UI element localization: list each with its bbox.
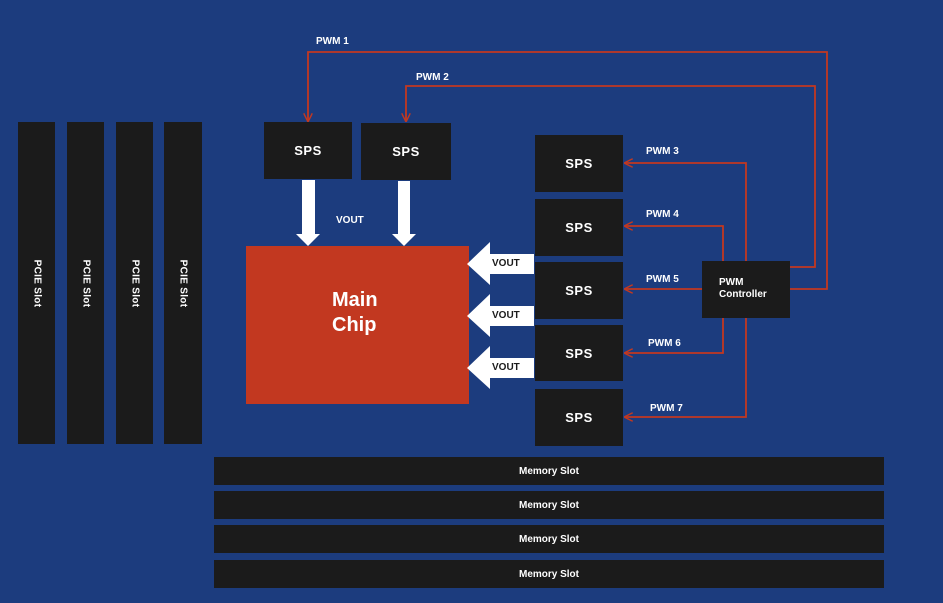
- sps-right-3: SPS: [535, 262, 623, 319]
- memory-slot-2: Memory Slot: [214, 491, 884, 519]
- pwm-line-7: [625, 318, 747, 417]
- pwm-line-3: [625, 163, 747, 261]
- vout-arrow-down-2: [392, 181, 416, 246]
- pwm-line-6: [625, 318, 724, 353]
- vout-arrow-left-3: [467, 346, 534, 389]
- main-chip-label: Main Chip: [332, 289, 378, 336]
- pwm-line-4: [625, 226, 724, 261]
- vout-label-right-1: VOUT: [492, 258, 520, 269]
- pwm-label-2: PWM 2: [416, 72, 449, 83]
- main-chip: Main Chip: [246, 246, 469, 404]
- pcie-slot-3: PCIE Slot: [116, 122, 153, 444]
- pwm-line-1: [308, 51, 828, 290]
- pwm-label-1: PWM 1: [316, 36, 349, 47]
- pwm-line-2: [406, 85, 816, 268]
- memory-slot-4: Memory Slot: [214, 560, 884, 588]
- pwm-label-7: PWM 7: [650, 403, 683, 414]
- vout-arrow-left-1: [467, 242, 534, 285]
- pwm-label-5: PWM 5: [646, 274, 679, 285]
- pwm-label-3: PWM 3: [646, 146, 679, 157]
- sps-right-5: SPS: [535, 389, 623, 446]
- sps-right-2: SPS: [535, 199, 623, 256]
- pcie-slot-2: PCIE Slot: [67, 122, 104, 444]
- vout-arrow-left-2: [467, 294, 534, 337]
- pwm-label-4: PWM 4: [646, 209, 679, 220]
- pwm-label-6: PWM 6: [648, 338, 681, 349]
- vout-label-top: VOUT: [336, 215, 364, 226]
- sps-top-1: SPS: [264, 122, 352, 179]
- vout-label-right-3: VOUT: [492, 362, 520, 373]
- vout-label-right-2: VOUT: [492, 310, 520, 321]
- pcie-slot-4: PCIE Slot: [164, 122, 202, 444]
- vout-arrow-down-1: [296, 180, 320, 246]
- memory-slot-3: Memory Slot: [214, 525, 884, 553]
- pcie-slot-1: PCIE Slot: [18, 122, 55, 444]
- sps-right-4: SPS: [535, 325, 623, 381]
- sps-right-1: SPS: [535, 135, 623, 192]
- pwm-controller: PWM Controller: [702, 261, 790, 318]
- sps-top-2: SPS: [361, 123, 451, 180]
- memory-slot-1: Memory Slot: [214, 457, 884, 485]
